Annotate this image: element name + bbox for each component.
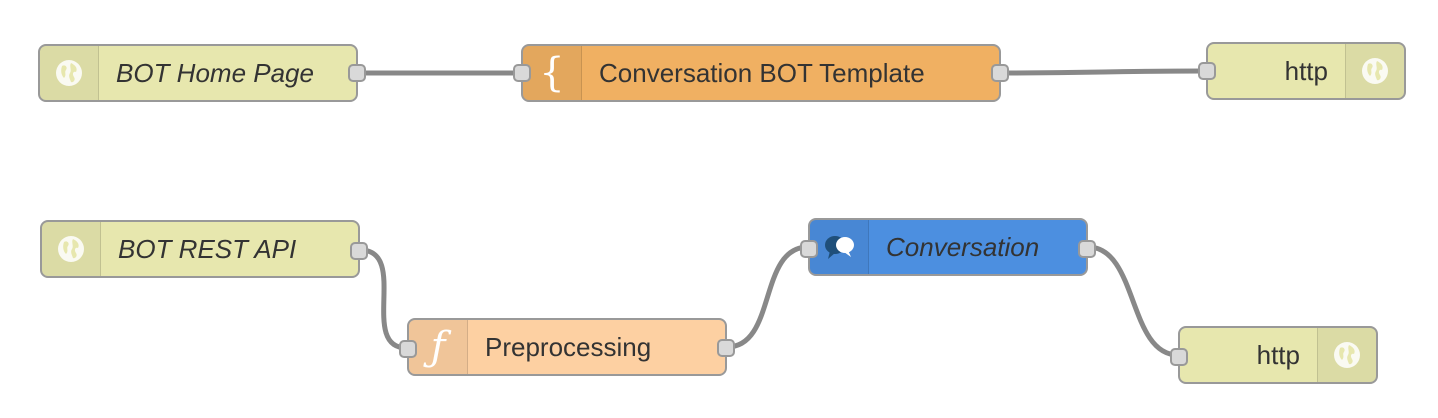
node-label: BOT Home Page: [116, 57, 314, 88]
output-port[interactable]: [1078, 240, 1096, 258]
node-http-bottom[interactable]: http: [1170, 326, 1378, 384]
output-port[interactable]: [348, 64, 366, 82]
input-port[interactable]: [1198, 62, 1216, 80]
wire-conversation-to-http-bottom[interactable]: [1085, 244, 1181, 358]
node-preprocessing[interactable]: ƒ Preprocessing: [399, 318, 735, 376]
globe-icon: [42, 222, 101, 276]
output-port[interactable]: [717, 339, 735, 357]
wire-rest-api-to-preprocessing[interactable]: [357, 247, 410, 351]
node-label: Conversation: [886, 231, 1040, 262]
output-port[interactable]: [991, 64, 1009, 82]
node-label: http: [1256, 339, 1300, 370]
node-conversation[interactable]: Conversation: [800, 218, 1096, 276]
input-port[interactable]: [513, 64, 531, 82]
function-icon: ƒ: [409, 320, 468, 374]
node-bot-home-page[interactable]: BOT Home Page: [38, 44, 366, 102]
globe-icon: [1345, 44, 1404, 98]
node-bot-rest-api[interactable]: BOT REST API: [40, 220, 368, 278]
output-port[interactable]: [350, 242, 368, 260]
wire-preprocessing-to-conversation[interactable]: [724, 244, 811, 350]
node-label: http: [1284, 55, 1328, 86]
chat-bubbles-icon: [810, 220, 869, 274]
globe-icon: [40, 46, 99, 100]
node-http-top[interactable]: http: [1198, 42, 1406, 100]
wire-template-to-http-top[interactable]: [998, 68, 1209, 76]
input-port[interactable]: [800, 240, 818, 258]
braces-icon: {: [523, 46, 582, 100]
node-label: Preprocessing: [485, 331, 652, 362]
node-label: BOT REST API: [118, 233, 297, 264]
globe-icon: [1317, 328, 1376, 382]
input-port[interactable]: [1170, 348, 1188, 366]
node-conversation-bot-template[interactable]: { Conversation BOT Template: [513, 44, 1009, 102]
node-label: Conversation BOT Template: [599, 57, 925, 88]
input-port[interactable]: [399, 340, 417, 358]
